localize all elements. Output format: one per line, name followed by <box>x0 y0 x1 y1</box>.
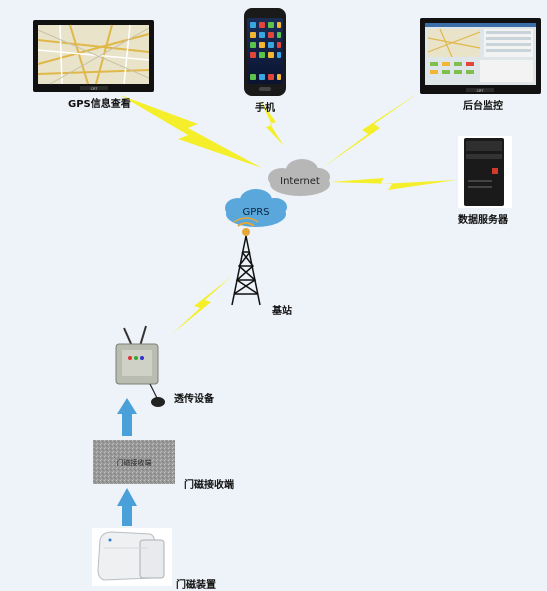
base-station-tower-icon <box>231 217 261 306</box>
gps-monitor-brand: CRT <box>91 87 99 91</box>
data-server-label: 数据服务器 <box>458 215 508 226</box>
backend-monitor-brand: CRT <box>477 89 485 93</box>
receiver-box: 门磁接收端 <box>93 440 175 484</box>
door-sensor-icon <box>92 528 172 586</box>
backend-monitor-icon: CRT <box>420 18 541 94</box>
relay-device-icon <box>115 325 165 407</box>
gprs-cloud-label: GPRS <box>242 207 269 218</box>
link-gps-to-internet <box>120 95 262 168</box>
gps-monitor-icon: CRT <box>33 20 154 92</box>
gps-view-label: GPS信息查看 <box>68 99 131 110</box>
phone-icon <box>244 8 286 96</box>
gprs-cloud-icon: GPRS <box>225 189 287 227</box>
base-station-label: 基站 <box>272 306 292 317</box>
link-monitor-to-internet <box>322 92 420 168</box>
door-sensor-label: 门磁装置 <box>176 580 216 591</box>
flow-arrow-receiver-to-relay <box>117 398 137 436</box>
receiver-label: 门磁接收端 <box>184 480 234 491</box>
phone-label: 手机 <box>255 103 275 114</box>
link-phone-to-internet <box>260 100 284 146</box>
link-tower-to-relay <box>172 276 232 334</box>
backend-monitor-label: 后台监控 <box>463 101 503 112</box>
receiver-box-text: 门磁接收端 <box>117 458 152 467</box>
internet-cloud-icon: Internet <box>268 159 330 196</box>
internet-cloud-label: Internet <box>280 176 320 187</box>
link-server-to-internet <box>330 178 456 190</box>
relay-device-label: 透传设备 <box>174 394 214 405</box>
wireless-links <box>120 92 456 334</box>
flow-arrow-sensor-to-receiver <box>117 488 137 526</box>
server-tower-icon <box>458 136 512 208</box>
